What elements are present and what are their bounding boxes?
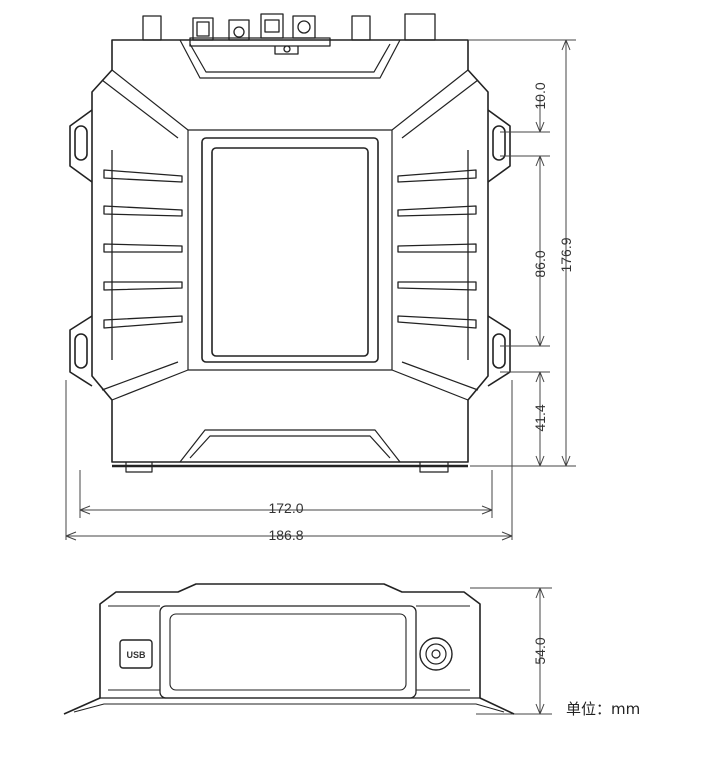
body-outline: [91, 39, 489, 463]
side-view: [63, 583, 515, 715]
key-lock: [419, 637, 453, 671]
dim-10: 10.0: [532, 82, 548, 109]
bottom-feet: [112, 462, 468, 473]
dimension-labels: 172.0 186.8 10.0 86.0 41.4 176.9 54.0 US…: [126, 82, 574, 664]
usb-label: USB: [126, 650, 146, 660]
dim-172: 172.0: [268, 500, 303, 516]
dim-86: 86.0: [532, 250, 548, 277]
dim-54: 54.0: [532, 637, 548, 664]
bevel-lines: [101, 39, 479, 463]
dim-186: 186.8: [268, 527, 303, 543]
dimension-lines: [65, 39, 576, 715]
center-panel: [201, 137, 379, 363]
right-fins: [397, 150, 477, 360]
dim-176: 176.9: [558, 237, 574, 272]
mounting-ears: [69, 109, 511, 387]
top-connectors: [142, 13, 436, 55]
side-body-outline: [63, 583, 515, 715]
dim-41: 41.4: [532, 404, 548, 431]
left-fins: [103, 150, 183, 360]
usb-port: [119, 639, 153, 669]
top-view: [69, 13, 511, 473]
unit-label: 单位：mm: [566, 700, 641, 718]
